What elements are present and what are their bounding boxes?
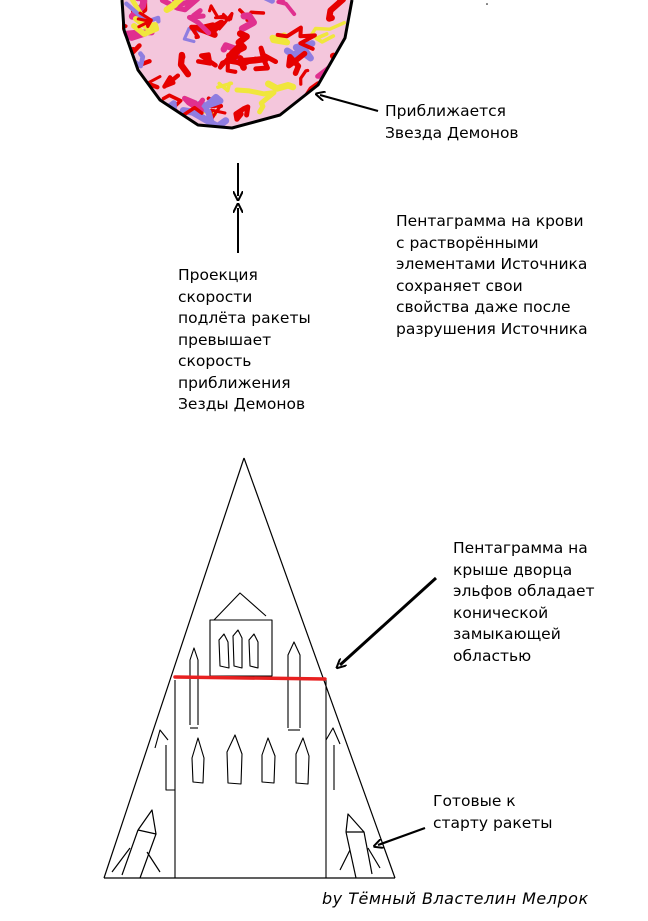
- star-scribble: [301, 121, 329, 128]
- star-scribble: [275, 25, 317, 51]
- star-scribble: [216, 81, 234, 93]
- star-scribble: [162, 73, 181, 89]
- rocket-projection-label: Проекция скорости подлёта ракеты превыша…: [178, 266, 311, 413]
- star-scribble: [228, 30, 250, 57]
- speck: [486, 3, 488, 5]
- star-scribble: [122, 91, 145, 116]
- star-scribble: [238, 12, 257, 33]
- star-scribble: [323, 122, 339, 128]
- star-scribble: [265, 80, 297, 92]
- rockets: [111, 809, 381, 879]
- star-scribble: [314, 32, 336, 44]
- star-scribble: [196, 93, 224, 125]
- star-scribble: [162, 110, 181, 123]
- star-scribble: [299, 68, 310, 86]
- star-scribble: [326, 0, 346, 22]
- star-scribble: [233, 104, 251, 122]
- demon-star: [120, 0, 354, 130]
- palace-roof: [213, 592, 267, 621]
- star-scribble: [182, 95, 206, 113]
- star-scribble: [131, 15, 160, 37]
- arrow-to-star: [320, 95, 379, 113]
- elven-palace: [154, 592, 341, 878]
- palace-tower-body: [209, 619, 273, 677]
- star-scribble: [291, 110, 305, 128]
- demon-star-label: Приближается Звезда Демонов: [385, 102, 519, 142]
- star-scribble: [286, 50, 308, 76]
- star-scribble: [122, 47, 136, 76]
- star-scribble: [323, 62, 352, 91]
- star-scribble: [128, 0, 150, 20]
- star-scribble: [276, 0, 297, 17]
- star-scribble: [253, 45, 279, 72]
- ready-rockets-label: Готовые к старту ракеты: [433, 792, 553, 832]
- star-scribble: [334, 46, 352, 69]
- star-scribble: [234, 87, 277, 115]
- star-scribble: [283, 40, 316, 62]
- star-scribble: [136, 11, 153, 29]
- star-scribble: [196, 52, 218, 68]
- blood-pentagram-label: Пентаграмма на крови с растворёнными эле…: [396, 212, 588, 338]
- author-signature: by Тёмный Властелин Мелрок: [322, 889, 589, 908]
- star-scribble: [208, 4, 234, 31]
- conic-area: [103, 457, 396, 879]
- star-scribble: [217, 54, 258, 70]
- arrow-to-rockets: [378, 826, 426, 845]
- roof-pentagram-label: Пентаграмма на крыше дворца эльфов облад…: [453, 539, 595, 665]
- star-scribble: [307, 21, 346, 41]
- arrow-to-pentagram: [340, 576, 438, 665]
- star-scribble: [122, 41, 130, 74]
- roof-pentagram-line: [173, 675, 327, 681]
- star-scribble: [189, 24, 202, 40]
- rocket-left: [111, 809, 161, 879]
- star-scribble: [336, 115, 352, 128]
- star-scribble: [186, 8, 212, 36]
- demon-star-outline: [120, 0, 354, 130]
- star-scribble: [122, 75, 134, 100]
- star-scribble: [163, 0, 186, 13]
- star-scribble: [122, 39, 130, 58]
- star-scribble: [269, 32, 291, 46]
- star-scribble: [177, 51, 192, 78]
- rocket-right: [339, 813, 381, 879]
